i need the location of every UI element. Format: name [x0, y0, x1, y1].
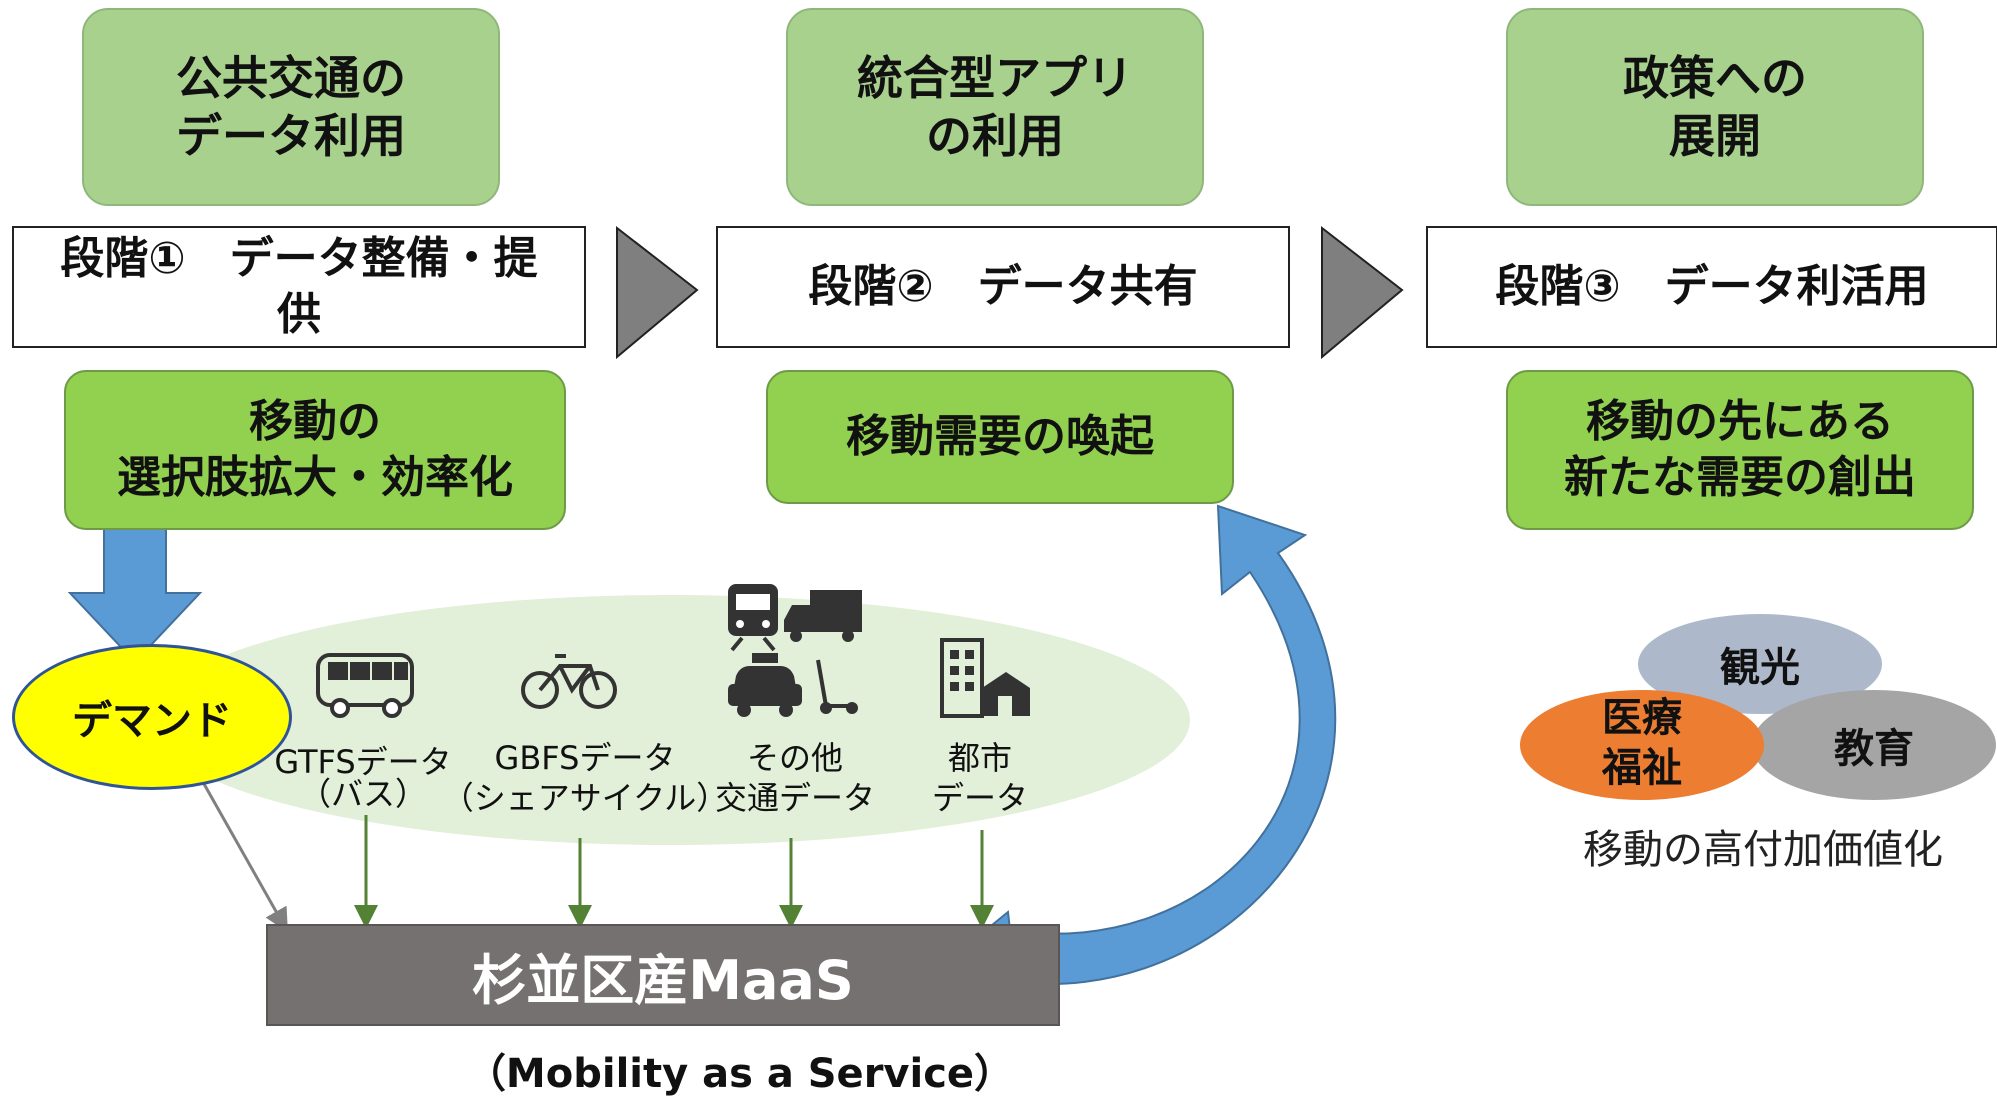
demand-to-maas-arrow	[193, 767, 288, 933]
data-source-line: 都市	[947, 739, 1012, 777]
medical-label-line: 福祉	[1602, 745, 1682, 791]
data-source-gtfs: GTFSデータ（バス）	[268, 736, 458, 820]
stage-1-outcome: 移動の選択肢拡大・効率化	[64, 370, 566, 530]
education-label: 教育	[1834, 726, 1914, 772]
data-source-gbfs: GBFSデータ（シェアサイクル）	[440, 736, 730, 820]
stage-2-box: 段階② データ共有	[716, 226, 1290, 348]
top-label-line: 公共交通の	[176, 51, 406, 105]
education-ellipse: 教育	[1752, 690, 1996, 800]
stage-chevron-1	[616, 225, 699, 360]
medical-welfare-ellipse: 医療福祉	[1520, 690, 1764, 800]
outcome-line: 新たな需要の創出	[1564, 452, 1916, 503]
maas-bar: 杉並区産MaaS	[266, 924, 1060, 1026]
data-source-line: 交通データ	[714, 779, 875, 817]
bus-icon	[316, 653, 414, 718]
data-source-line: （シェアサイクル）	[441, 779, 729, 817]
stage-label-line: 段階① データ整備・提	[60, 233, 538, 284]
value-add-caption: 移動の高付加価値化	[1530, 818, 1996, 874]
stage-3-top-label: 政策への展開	[1506, 8, 1924, 206]
maas-title: 杉並区産MaaS	[472, 948, 854, 1012]
demand-ellipse: デマンド	[12, 644, 292, 790]
stage-1-top-label: 公共交通のデータ利用	[82, 8, 500, 206]
train-truck-icon	[728, 584, 862, 652]
data-source-line: GTFSデータ	[274, 743, 452, 781]
top-label-line: 政策への	[1623, 51, 1807, 105]
top-label-line: 統合型アプリ	[857, 51, 1133, 105]
curved-feedback-arrow	[968, 504, 1337, 996]
outcome-line: 移動の	[249, 396, 381, 447]
stage-2-outcome: 移動需要の喚起	[766, 370, 1234, 504]
data-sources-ellipse	[150, 595, 1190, 845]
outcome-line: 移動需要の喚起	[846, 411, 1154, 462]
data-source-line: GBFSデータ	[494, 739, 676, 777]
maas-subtitle-text: （Mobility as a Service）	[465, 1051, 1015, 1097]
buildings-icon	[940, 638, 1030, 718]
stage-label-line: 段階② データ共有	[808, 261, 1198, 312]
stage-2-top-label: 統合型アプリの利用	[786, 8, 1204, 206]
medical-label-line: 医療	[1602, 695, 1682, 741]
top-label-line: データ利用	[176, 109, 406, 163]
top-label-line: 展開	[1669, 109, 1761, 163]
maas-subtitle: （Mobility as a Service）	[440, 1042, 1040, 1098]
value-add-caption-text: 移動の高付加価値化	[1583, 827, 1943, 873]
stage-label-line: 供	[276, 289, 321, 340]
demand-label: デマンド	[72, 698, 232, 744]
bicycle-icon	[521, 654, 617, 709]
data-source-other: その他交通データ	[700, 736, 890, 820]
data-source-line: データ	[931, 779, 1028, 817]
data-source-line: （バス）	[298, 775, 427, 813]
outcome-line: 選択肢拡大・効率化	[117, 452, 513, 503]
stage-chevron-2	[1321, 225, 1404, 360]
top-label-line: の利用	[926, 109, 1064, 163]
stage-1-box: 段階① データ整備・提供	[12, 226, 586, 348]
data-source-city: 都市データ	[910, 736, 1050, 820]
outcome-line: 移動の先にある	[1586, 396, 1894, 447]
taxi-scooter-icon	[728, 653, 858, 717]
down-arrow	[67, 527, 203, 664]
stage-3-outcome: 移動の先にある新たな需要の創出	[1506, 370, 1974, 530]
data-source-line: その他	[746, 739, 843, 777]
stage-label-line: 段階③ データ利活用	[1495, 261, 1929, 312]
tourism-label: 観光	[1720, 645, 1800, 691]
stage-3-box: 段階③ データ利活用	[1426, 226, 1997, 348]
